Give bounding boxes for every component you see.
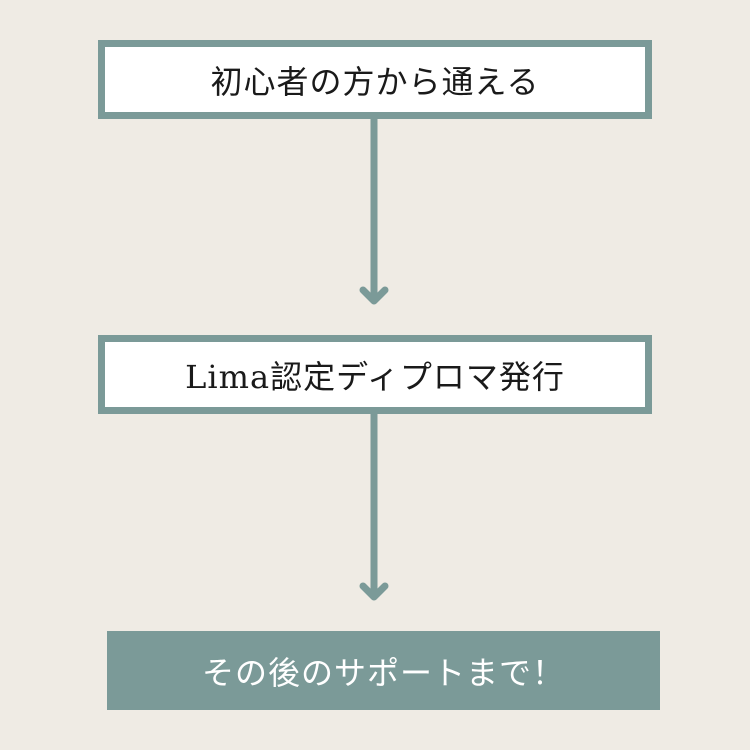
- arrow-2: [359, 410, 389, 601]
- step-label-3: その後のサポートまで！: [201, 653, 565, 692]
- step-box-3: その後のサポートまで！: [107, 631, 660, 710]
- arrow-1: [359, 115, 389, 305]
- step-box-1: 初心者の方から通える: [98, 40, 652, 119]
- step-label-2: Lima認定ディプロマ発行: [185, 357, 565, 396]
- step-box-2: Lima認定ディプロマ発行: [98, 335, 652, 414]
- step-label-1: 初心者の方から通える: [210, 62, 540, 101]
